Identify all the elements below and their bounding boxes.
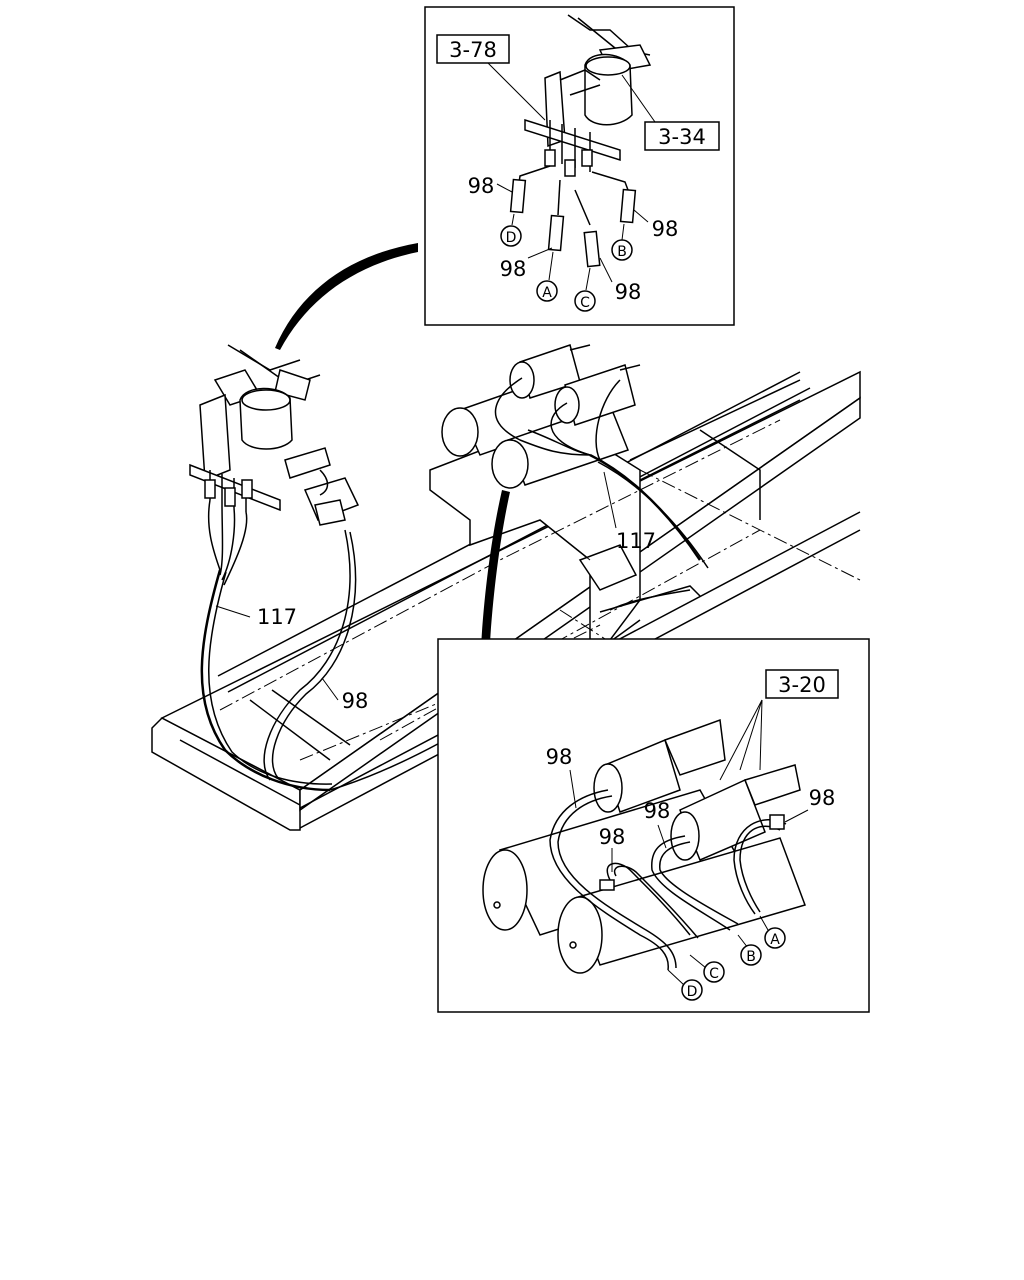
part-label-98: 98 <box>644 799 671 823</box>
ref-box-3-20 <box>765 669 839 699</box>
ref-box-3-78 <box>436 34 510 64</box>
detail-box-tanks <box>437 638 870 1013</box>
connector-label-c: C <box>709 966 719 982</box>
part-label-117: 117 <box>257 605 297 629</box>
part-label-98: 98 <box>809 786 836 810</box>
ref-label-3-78: 3-78 <box>449 38 497 62</box>
connector-circle-c <box>574 290 596 312</box>
air-tanks-main <box>441 344 641 489</box>
connector-label-a: A <box>542 285 552 301</box>
part-label-98: 98 <box>546 745 573 769</box>
part-label-98: 98 <box>615 280 642 304</box>
connector-label-b: B <box>617 244 627 260</box>
connector-label-d: D <box>506 230 517 246</box>
tank-hose-lines <box>494 377 709 611</box>
ref-label-3-34: 3-34 <box>658 125 706 149</box>
connector-circle-a <box>536 280 558 302</box>
connector-circle-d <box>500 225 522 247</box>
connector-circle-d <box>681 979 703 1001</box>
connector-circle-a <box>764 927 786 949</box>
connector-label-a: A <box>770 932 780 948</box>
part-label-98: 98 <box>652 217 679 241</box>
part-label-98: 98 <box>599 825 626 849</box>
valve-assembly-main <box>189 344 360 526</box>
part-label-117: 117 <box>616 529 656 553</box>
connector-label-b: B <box>746 949 756 965</box>
ref-label-3-20: 3-20 <box>778 673 826 697</box>
ref-box-3-34 <box>644 121 720 151</box>
connector-circle-c <box>703 961 725 983</box>
connector-circle-b <box>611 239 633 261</box>
part-label-98: 98 <box>468 174 495 198</box>
connector-label-d: D <box>687 984 698 1000</box>
part-label-98: 98 <box>500 257 527 281</box>
callout-arrow-upper <box>275 243 418 350</box>
connector-circle-b <box>740 944 762 966</box>
connector-label-c: C <box>580 295 590 311</box>
part-label-98: 98 <box>342 689 369 713</box>
